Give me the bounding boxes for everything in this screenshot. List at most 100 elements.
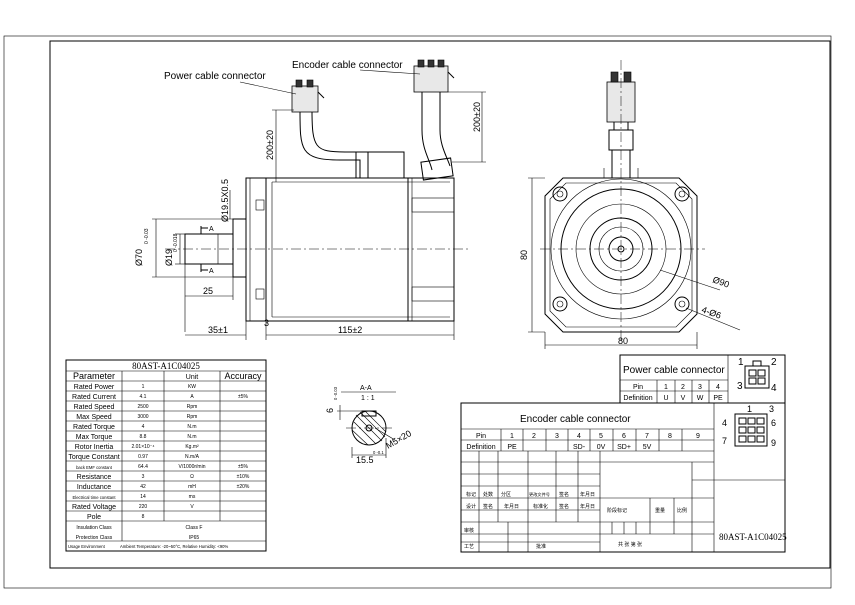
encoder-pin-cell: 5 xyxy=(599,433,603,440)
spec-table-title: 80AST-A1C04025 xyxy=(132,361,200,371)
dim-flange-thickness: 3 xyxy=(264,318,269,328)
spec-value: 14 xyxy=(140,494,146,500)
power-pin-cell: 1 xyxy=(664,384,668,391)
power-cable-label: Power cable connector xyxy=(164,71,266,82)
dim-shaft-diameter: Ø19 xyxy=(164,249,174,266)
tb-scale: 比例 xyxy=(677,507,687,514)
dim-encoder-cable-length: 200±20 xyxy=(472,102,482,132)
dim-keyway-width: 6 xyxy=(325,408,335,413)
spec-value: 8 xyxy=(142,514,145,520)
dim-pilot-diameter: Ø70 xyxy=(134,249,144,266)
spec-unit: Rpm xyxy=(187,404,198,410)
power-pin-label: Pin xyxy=(633,384,643,391)
spec-header-accuracy: Accuracy xyxy=(224,371,262,381)
encoder-pin-cell: 9 xyxy=(696,433,700,440)
spec-param: Inductance xyxy=(77,484,111,491)
spec-unit: mH xyxy=(188,484,196,490)
encoder-def-cell: PE xyxy=(507,444,517,451)
spec-value: 3000 xyxy=(137,414,148,420)
power-def-cell: U xyxy=(663,395,668,402)
spec-table xyxy=(65,359,267,552)
encoder-cable xyxy=(421,90,433,171)
encoder-def-cell: SD+ xyxy=(617,444,631,451)
encoder-pin-cell: 4 xyxy=(577,433,581,440)
spec-unit: A xyxy=(190,394,194,400)
spec-param: Rated Speed xyxy=(74,404,115,411)
dim-key-depth-tolerance: 0 -0.1 xyxy=(373,450,384,455)
power-pinout-icon xyxy=(744,365,770,389)
mounting-hole xyxy=(552,296,568,312)
front-view xyxy=(528,60,741,349)
dim-key-depth: 15.5 xyxy=(356,455,374,465)
spec-param: Rated Power xyxy=(74,384,115,391)
encoder-table-title: Encoder cable connector xyxy=(520,414,631,425)
spec-param: Rated Voltage xyxy=(72,504,116,511)
spec-value: 64.4 xyxy=(138,464,148,470)
encoder-pin-cell: 6 xyxy=(622,433,626,440)
spec-unit: Kg.m² xyxy=(185,444,199,450)
motor-body xyxy=(265,177,455,322)
encoder-pin-cell: 1 xyxy=(510,433,514,440)
section-mark-bottom: A xyxy=(209,268,214,275)
tb-review: 审核 xyxy=(464,527,474,534)
power-conn-num-1: 1 xyxy=(738,357,744,368)
tb-r1-0: 标记 xyxy=(466,491,476,498)
tb-r2-1: 签名 xyxy=(483,503,493,510)
tb-r1-5: 年月日 xyxy=(580,491,595,498)
spec-param: back EMF constant xyxy=(76,465,113,470)
power-table-title: Power cable connector xyxy=(623,365,725,376)
spec-unit: ms xyxy=(189,494,196,500)
spec-unit: KW xyxy=(188,384,196,390)
inner-frame xyxy=(49,40,831,569)
dim-pilot-tolerance: 0 -0.03 xyxy=(144,228,150,244)
dim-pcd: Ø90 xyxy=(711,274,730,289)
power-def-cell: V xyxy=(681,395,686,402)
dim-shaft-length: 25 xyxy=(203,286,213,296)
tb-r1-2: 分区 xyxy=(501,491,511,498)
spec-unit: N.m xyxy=(187,424,196,430)
spec-accuracy: ±10% xyxy=(237,474,250,480)
section-mark-top: A xyxy=(209,226,214,233)
spec-accuracy: ±5% xyxy=(238,464,249,470)
spec-header-parameter: Parameter xyxy=(73,371,115,381)
power-connector xyxy=(291,85,319,113)
model-number: 80AST-A1C04025 xyxy=(719,532,787,542)
section-aa xyxy=(337,391,396,458)
insulation-value: Class F xyxy=(186,525,203,531)
power-conn-num-3: 3 xyxy=(737,381,743,392)
power-connector-table xyxy=(619,354,786,404)
power-conn-num-4: 4 xyxy=(771,383,777,394)
spec-unit: V xyxy=(190,504,194,510)
spec-unit: V/1000r/min xyxy=(179,464,206,470)
spec-accuracy: ±20% xyxy=(237,484,250,490)
spec-value: 4.1 xyxy=(140,394,147,400)
title-block xyxy=(461,451,785,552)
encoder-conn-num-1: 1 xyxy=(747,404,752,414)
spec-param: Rated Torque xyxy=(73,424,115,431)
spec-value: 1 xyxy=(142,384,145,390)
spec-unit: Ω xyxy=(190,474,194,480)
dim-body-length: 115±2 xyxy=(338,325,362,335)
section-keyway xyxy=(361,410,377,417)
spec-param: Max Speed xyxy=(76,414,112,421)
spec-unit: N.m xyxy=(187,434,196,440)
power-pin-cell: 4 xyxy=(716,384,720,391)
encoder-pin-label: Pin xyxy=(476,433,486,440)
dim-shaft-tolerance: 0 -0.018 xyxy=(173,233,179,252)
spec-value: 8.8 xyxy=(140,434,147,440)
encoder-pin-cell: 8 xyxy=(668,433,672,440)
mounting-hole xyxy=(674,296,690,312)
encoder-connector xyxy=(413,65,449,93)
env-value: Ambient Temperature: -20~50°C, Relative … xyxy=(120,544,228,549)
mounting-hole xyxy=(552,186,568,202)
encoder-conn-num-4: 4 xyxy=(722,418,727,428)
spec-param: Rated Current xyxy=(72,394,116,401)
outer-frame xyxy=(3,35,832,589)
encoder-connector-table xyxy=(460,402,786,553)
encoder-conn-num-6: 6 xyxy=(771,418,776,428)
tb-r1-1: 处数 xyxy=(483,491,493,498)
dim-flange-height: 80 xyxy=(519,250,529,260)
spec-value: 220 xyxy=(139,504,148,510)
power-def-label: Definition xyxy=(623,395,652,402)
